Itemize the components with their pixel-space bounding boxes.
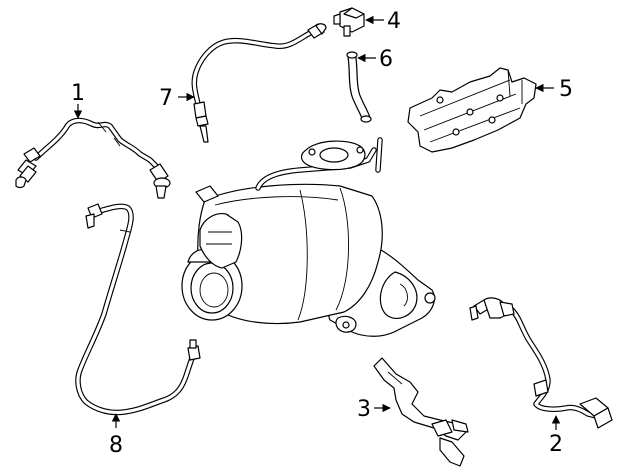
callout-6: 6: [357, 47, 393, 72]
oxygen-sensor-1[interactable]: [15, 117, 171, 199]
callout-2: 2: [549, 415, 563, 457]
callout-7: 7: [159, 86, 195, 111]
temperature-sensor-7[interactable]: [191, 23, 327, 143]
callout-8: 8: [109, 413, 123, 458]
catalytic-converter: [181, 137, 436, 337]
callout-number: 3: [357, 397, 371, 422]
callout-number: 7: [159, 86, 173, 111]
callout-number: 5: [559, 77, 573, 102]
callout-number: 6: [379, 47, 393, 72]
callout-number: 2: [549, 432, 563, 457]
bracket-3[interactable]: [373, 357, 469, 467]
callout-number: 8: [109, 433, 123, 458]
callout-number: 1: [71, 81, 85, 106]
heat-shield-5[interactable]: [407, 67, 537, 153]
pressure-sensor-4[interactable]: [333, 7, 365, 37]
oxygen-sensor-2[interactable]: [469, 297, 613, 429]
hose-6[interactable]: [346, 51, 372, 123]
temperature-sensor-8[interactable]: [75, 203, 201, 416]
callout-5: 5: [535, 77, 573, 102]
callout-1: 1: [71, 81, 85, 119]
callout-number: 4: [387, 9, 401, 34]
callout-4: 4: [365, 9, 401, 34]
callout-3: 3: [357, 397, 391, 422]
